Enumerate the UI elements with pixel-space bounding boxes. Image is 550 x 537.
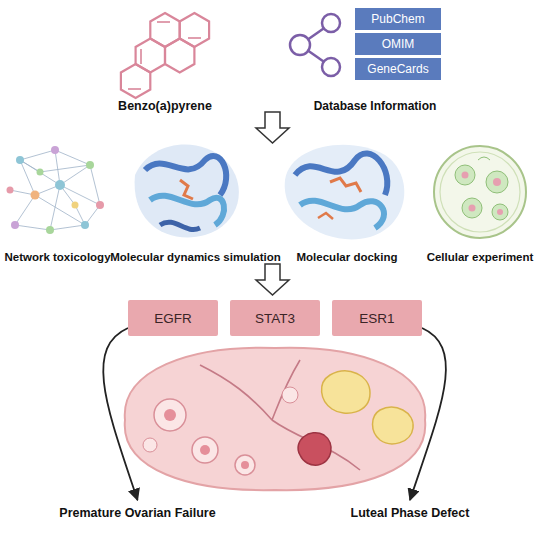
share-icon	[290, 14, 340, 76]
network-graph	[10, 150, 100, 230]
cell-culture-dish	[434, 146, 526, 238]
node-text: Luteal Phase Defect	[351, 506, 470, 520]
ovary-illustration	[125, 348, 426, 490]
database-box: GeneCards	[355, 58, 441, 80]
caption-label: Molecular dynamics simulation	[108, 250, 283, 264]
network-nodes	[7, 146, 105, 234]
gene-box: ESR1	[332, 300, 422, 336]
curved-arrow	[103, 328, 137, 500]
gene-box: STAT3	[230, 300, 320, 336]
node-text: PubChem	[371, 12, 424, 26]
flow-arrow	[256, 112, 289, 143]
caption-label: Database Information	[300, 99, 450, 113]
outcome-label: Premature Ovarian Failure	[20, 500, 255, 526]
curved-arrow	[410, 328, 446, 500]
caption-label: Benzo(a)pyrene	[95, 99, 235, 113]
docking-protein	[285, 145, 405, 240]
caption-label: Network toxicology	[0, 250, 115, 264]
caption-label: Molecular docking	[282, 250, 412, 264]
node-text: GeneCards	[367, 62, 428, 76]
caption-label: Cellular experiment	[415, 250, 545, 264]
node-text: OMIM	[382, 37, 415, 51]
database-box: OMIM	[355, 33, 441, 55]
node-text: STAT3	[255, 311, 295, 326]
outcome-label: Luteal Phase Defect	[315, 500, 505, 526]
node-text: EGFR	[154, 311, 192, 326]
protein-ribbon	[135, 144, 239, 237]
flow-arrow	[256, 264, 289, 295]
gene-box: EGFR	[128, 300, 218, 336]
node-text: ESR1	[359, 311, 394, 326]
database-box: PubChem	[355, 8, 441, 30]
node-text: Premature Ovarian Failure	[59, 506, 215, 520]
benzopyrene-molecule	[121, 13, 209, 98]
